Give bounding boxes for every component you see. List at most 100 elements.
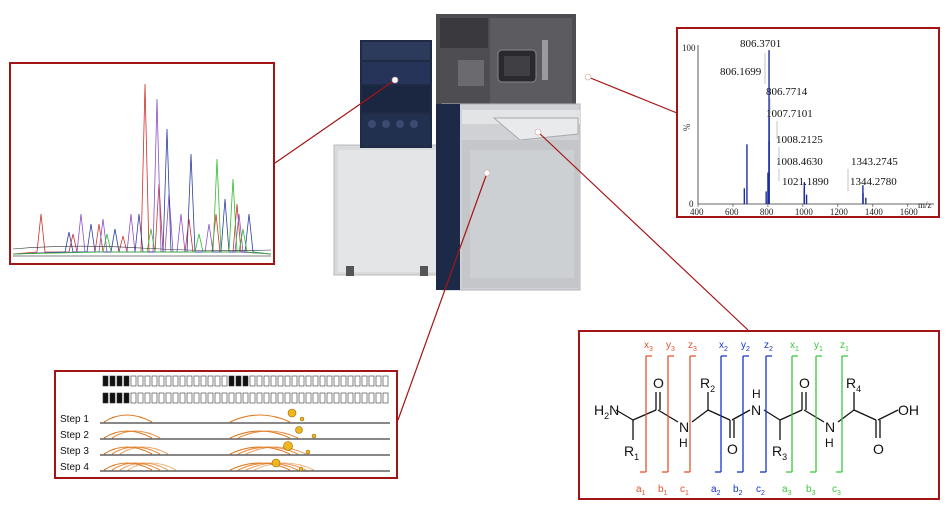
scan-cell [361,392,368,404]
scan-cell [137,392,144,404]
scan-cell [165,375,172,387]
x-tick-label: 1600 [900,207,919,216]
step-curve [253,462,315,471]
scan-cell [214,375,221,387]
scan-cell [284,392,291,404]
step-curve [245,446,307,455]
peak-label-4: 1007.7101 [766,108,813,120]
ion-cleavage-line [841,355,848,472]
scan-cell [123,392,130,404]
chromatogram-plot [12,83,272,257]
scan-cell [151,392,158,404]
scan-cell [109,375,116,387]
scan-cell [179,392,186,404]
scan-cell [186,375,193,387]
scan-cell [319,392,326,404]
r2-group: R2 [700,375,715,394]
step-label: Step 3 [60,446,89,457]
bottom-ion-label: b2 [733,484,743,497]
y-unit-label: % [682,123,692,131]
scan-cell [249,375,256,387]
step-marker [271,458,281,468]
peak-label-8: 1021.1890 [782,176,829,188]
ion-cleavage-line [689,355,696,472]
scan-cell [263,392,270,404]
scan-cell [242,375,249,387]
scan-cell [277,392,284,404]
top-ion-label: x2 [719,340,728,353]
top-ion-label: z1 [840,340,849,353]
step-marker-small [299,416,305,422]
scan-cell [179,375,186,387]
step-curve [103,462,153,471]
nh-1-n: N [679,419,689,435]
chromatogram-trace [12,158,272,255]
step-curve [111,446,161,455]
scan-cell [172,392,179,404]
step-curve [237,430,299,439]
scan-cell [158,392,165,404]
scan-cell [333,392,340,404]
scan-cell [235,375,242,387]
peak-label-6: 1008.4630 [776,156,823,168]
scan-cell [291,392,298,404]
x-tick-label: 400 [690,207,704,216]
amine-group: H2N [594,402,619,421]
scan-cell [347,375,354,387]
nh-3-h: H [825,436,834,450]
scan-cell [200,375,207,387]
bottom-ion-label: b1 [658,484,668,497]
ion-cleavage-line [720,355,727,472]
step-marker-small [305,449,311,455]
scan-cell [256,375,263,387]
x-tick-label: 800 [760,207,774,216]
scan-cell [375,375,382,387]
scan-cell [151,375,158,387]
scan-cell [375,392,382,404]
oxygen-2: O [727,441,738,457]
ion-cleavage-line [742,355,749,472]
scan-cell [123,375,130,387]
peptide-fragmentation-panel: H2N R1 O N H R2 O H N R3 O N H R4 O OH x… [578,330,940,500]
scan-cell [116,392,123,404]
scan-cell [361,375,368,387]
scan-cell [221,392,228,404]
scan-cell [298,375,305,387]
bottom-ion-label: c2 [756,484,765,497]
x-unit-label: m/z [918,200,932,210]
top-ion-label: y1 [814,340,823,353]
ion-cleavage-line [791,355,798,472]
x-tick-label: 600 [725,207,739,216]
step-label: Step 4 [60,462,89,473]
step-marker-small [311,433,317,439]
ion-cleavage-line [765,355,772,472]
step-label: Step 2 [60,430,89,441]
ion-cleavage-line [645,355,652,472]
scan-cell [368,392,375,404]
chromatogram-trace [12,128,272,255]
oxygen-3: O [799,375,810,391]
oxygen-1: O [653,375,664,391]
scan-cell [214,392,221,404]
nh-1-h: H [679,436,688,450]
scan-cell [263,375,270,387]
step-curve [103,446,153,455]
step-curve [111,462,161,471]
top-ion-label: y2 [741,340,750,353]
scan-cell [186,392,193,404]
peak-label-7: 1343.2745 [851,156,898,168]
step-marker [283,441,293,451]
scan-cell [270,375,277,387]
scan-cell [312,392,319,404]
top-ion-label: z2 [764,340,773,353]
bottom-ion-label: b3 [806,484,816,497]
step-curve [119,446,169,455]
scan-cell [284,375,291,387]
scan-cell [102,375,109,387]
step-curve [103,430,153,439]
scan-cell [137,375,144,387]
scan-cell [109,392,116,404]
